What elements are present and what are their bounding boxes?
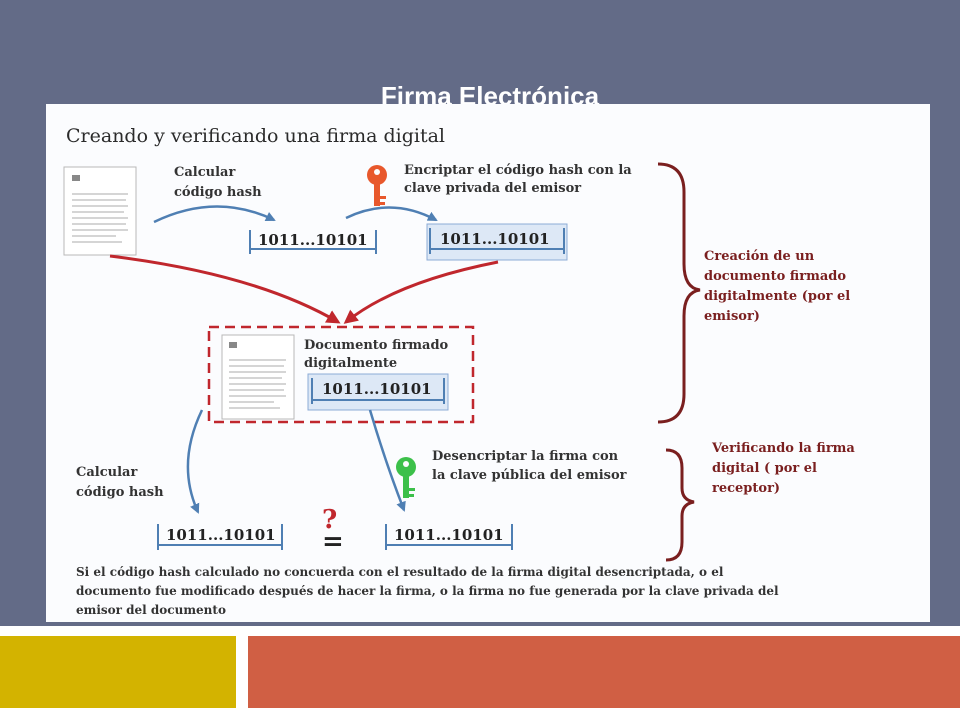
brace-creation [657, 162, 701, 424]
signed-document-label: Documento firmado digitalmente [304, 338, 453, 371]
arrow-calc-hash-2 [186, 409, 204, 514]
verify-label: Verificando la firma digital ( por el re… [711, 441, 859, 496]
hash-value-computed: 1011...10101 [249, 230, 377, 254]
brace-verify [665, 448, 695, 562]
arrow-document-to-signed [109, 254, 341, 324]
arrow-decrypt [368, 409, 406, 512]
public-key-icon [396, 457, 416, 498]
step-calc-hash-label-2: Calcular código hash [76, 465, 164, 500]
step-calc-hash-label: Calcular código hash [174, 165, 262, 200]
arrow-encrypt [345, 206, 438, 222]
step-decrypt-label: Desencriptar la firma con la clave públi… [432, 449, 627, 483]
creation-label: Creación de un documento firmado digital… [704, 249, 855, 324]
diagram-heading: Creando y verificando una firma digital [66, 125, 445, 147]
digital-signature-diagram: Creando y verificando una firma digital … [63, 125, 859, 617]
hash-value-calculated-receiver: 1011...10101 [157, 524, 283, 550]
hash-value-decrypted-receiver: 1011...10101 [385, 524, 513, 550]
svg-text:1011...10101: 1011...10101 [166, 526, 276, 544]
svg-text:1011...10101: 1011...10101 [394, 526, 504, 544]
hash-value-encrypted: 1011...10101 [426, 223, 568, 261]
diagram-panel: Creando y verificando una firma digital … [46, 104, 930, 622]
footnote-text: Si el código hash calculado no concuerda… [76, 565, 783, 617]
signed-document-box [207, 325, 475, 424]
accent-stripe-orange [248, 636, 960, 708]
step-encrypt-label: Encriptar el código hash con la clave pr… [404, 163, 636, 196]
question-mark: ? [322, 505, 337, 535]
document-icon [63, 166, 137, 256]
signed-document-icon [221, 334, 295, 420]
hash-value-signed: 1011...10101 [307, 373, 449, 411]
slide-title: Firma Electrónica [380, 81, 600, 106]
private-key-icon [367, 165, 387, 206]
equals-sign: = [322, 527, 344, 557]
svg-text:1011...10101: 1011...10101 [258, 231, 368, 249]
svg-text:1011...10101: 1011...10101 [440, 230, 550, 248]
arrow-calc-hash [153, 205, 276, 224]
arrow-signature-to-signed [343, 260, 499, 324]
svg-text:1011...10101: 1011...10101 [322, 380, 432, 398]
accent-stripe-yellow [0, 636, 236, 708]
